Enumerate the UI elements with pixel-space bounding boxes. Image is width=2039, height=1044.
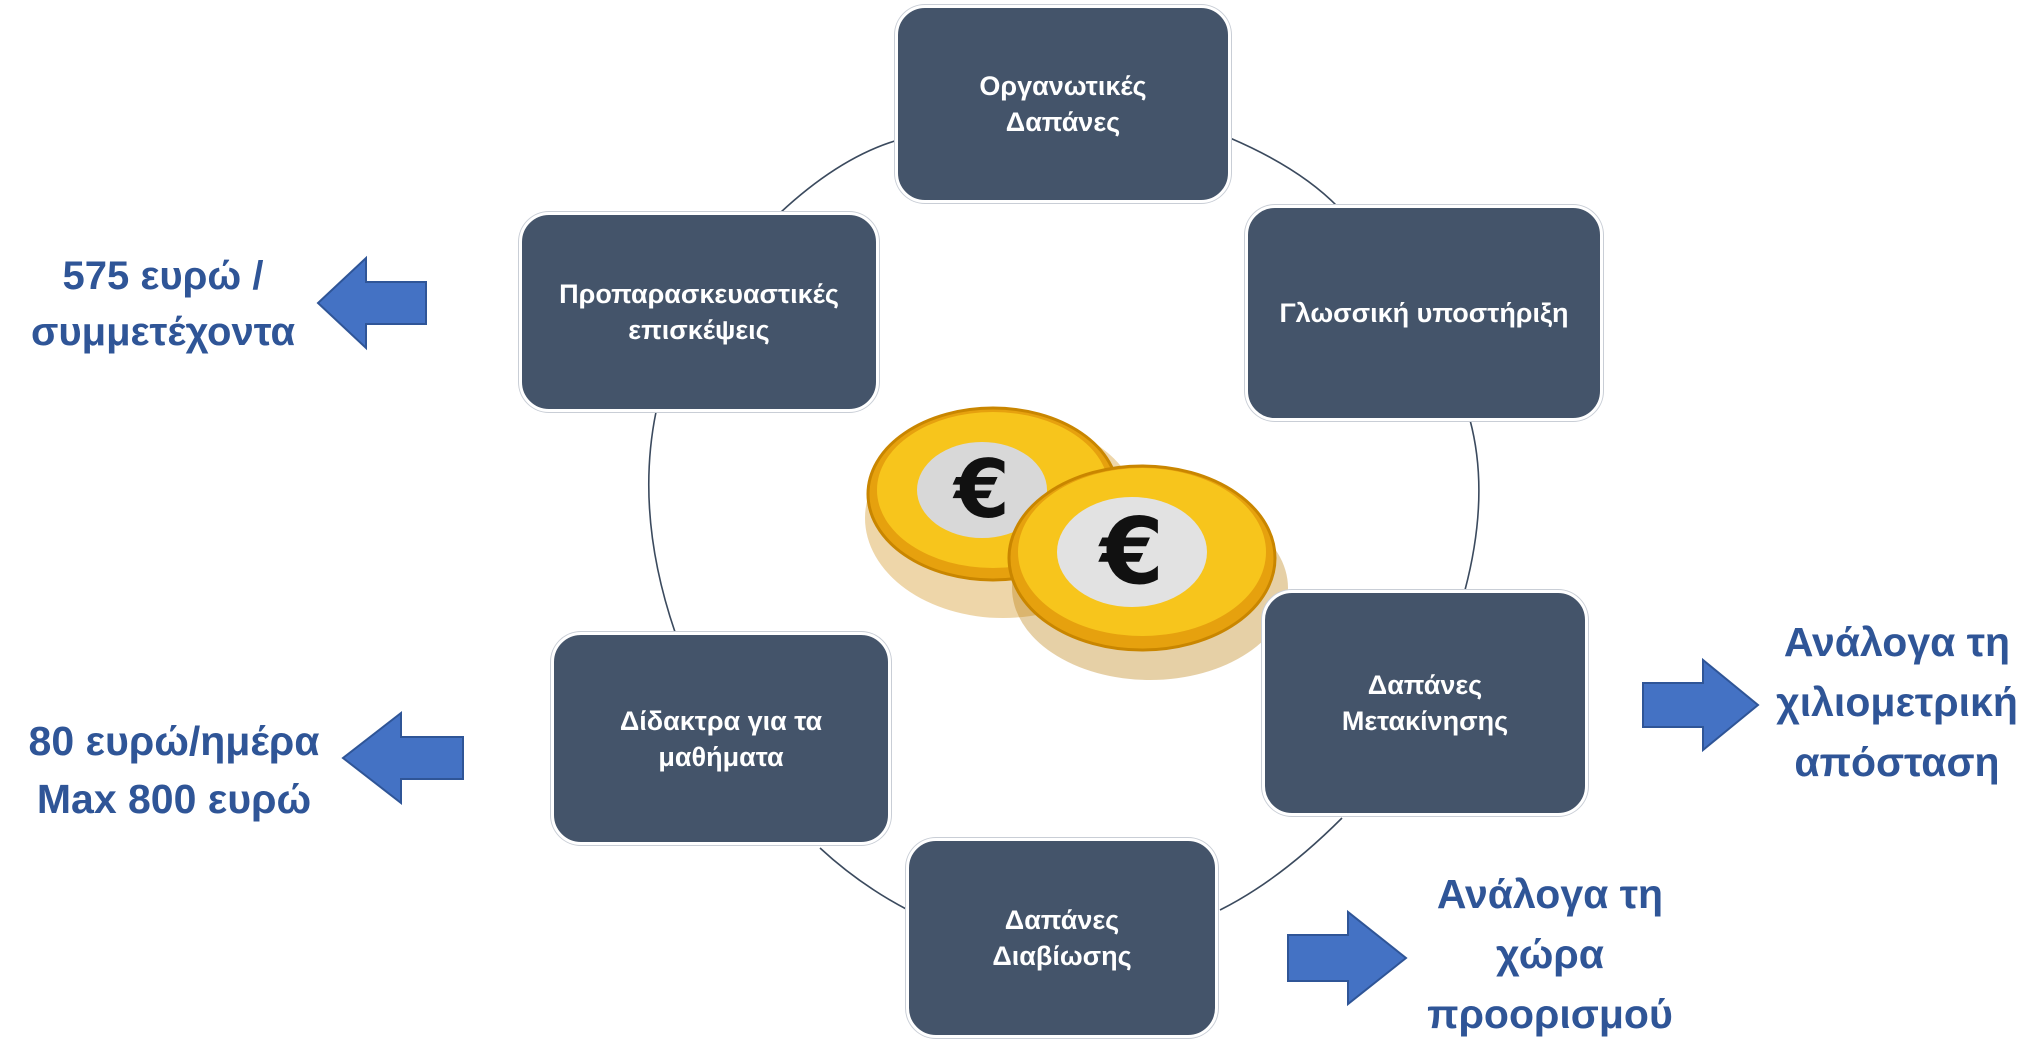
arrow-right-subsistence bbox=[1287, 909, 1408, 1007]
node-travel-costs-label: Δαπάνες Μετακίνησης bbox=[1341, 670, 1509, 736]
note-tuition: 80 ευρώ/ημέρα Max 800 ευρώ bbox=[28, 718, 320, 822]
note-subsistence: Ανάλογα τη χώρα προορισμού bbox=[1427, 871, 1673, 1037]
node-language-support: Γλωσσική υποστήριξη bbox=[1245, 205, 1603, 421]
arrows bbox=[316, 255, 1760, 1007]
note-preparatory: 575 ευρώ / συμμετέχοντα bbox=[30, 254, 296, 354]
node-organizational-costs: Οργανωτικές Δαπάνες bbox=[895, 5, 1231, 203]
arrow-left-preparatory bbox=[316, 255, 427, 351]
node-organizational-costs-label: Οργανωτικές Δαπάνες bbox=[979, 71, 1147, 137]
node-preparatory-visits: Προπαρασκευαστικές επισκέψεις bbox=[519, 212, 879, 412]
node-subsistence-costs: Δαπάνες Διαβίωσης bbox=[906, 838, 1218, 1038]
node-preparatory-visits-label: Προπαρασκευαστικές επισκέψεις bbox=[559, 279, 839, 345]
ring-segment bbox=[819, 847, 909, 911]
node-subsistence-costs-label: Δαπάνες Διαβίωσης bbox=[992, 905, 1132, 971]
svg-text:€: € bbox=[952, 443, 1010, 536]
ring-segment bbox=[1464, 419, 1480, 591]
note-travel: Ανάλογα τη χιλιομετρική απόσταση bbox=[1776, 619, 2018, 785]
node-tuition-fees: Δίδακτρα για τα μαθήματα bbox=[551, 632, 891, 845]
arrow-left-tuition bbox=[341, 710, 464, 806]
ring-segment bbox=[648, 411, 676, 633]
svg-text:€: € bbox=[1098, 498, 1164, 605]
euro-coins-icon: € € bbox=[865, 406, 1288, 680]
ring-segment bbox=[1229, 137, 1339, 208]
arrow-right-travel bbox=[1642, 657, 1760, 753]
node-language-support-label: Γλωσσική υποστήριξη bbox=[1279, 298, 1569, 328]
node-tuition-fees-label: Δίδακτρα για τα μαθήματα bbox=[619, 705, 823, 772]
cycle-ring bbox=[648, 137, 1480, 911]
ring-segment bbox=[779, 139, 899, 214]
ring-segment bbox=[1219, 817, 1343, 911]
node-travel-costs: Δαπάνες Μετακίνησης bbox=[1262, 590, 1588, 816]
